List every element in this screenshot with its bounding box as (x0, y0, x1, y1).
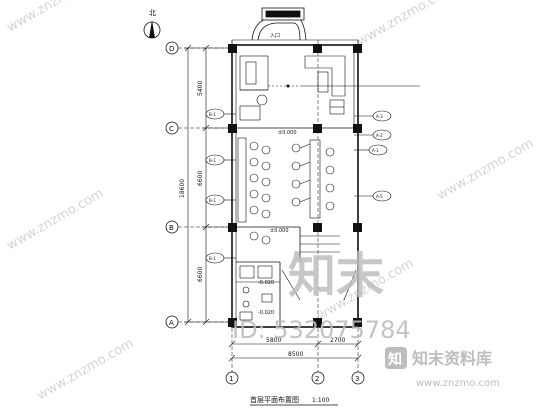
elevation-label-4: -0.020 (258, 310, 274, 316)
building-walls (231, 39, 359, 328)
stair-lines (281, 235, 357, 301)
tag-left-2: B-1 (209, 158, 216, 163)
entrance-canopy (251, 7, 307, 41)
grid-row-markers (165, 41, 236, 329)
dimension-chain-bottom (228, 340, 362, 362)
elevation-markers (205, 85, 420, 264)
dimension-chain-left (184, 44, 232, 326)
dimension-left-1: 5400 (197, 81, 204, 96)
dimension-left-2: 6600 (197, 171, 204, 186)
watermark-url-tile: www.znzmo.com (435, 136, 537, 203)
dimension-left-3: 6600 (197, 267, 204, 282)
structural-columns (228, 44, 362, 327)
tag-left-1: B-1 (209, 112, 216, 117)
north-label: 北 (149, 9, 156, 17)
tag-left-4: B-1 (209, 256, 216, 261)
watermark-foreground: 知末 ID: 532075784 知 知末资料库 www.znzmo.com (232, 248, 500, 389)
restroom-fixtures (239, 265, 273, 321)
north-arrow: 北 (143, 9, 161, 39)
tag-left-3: B-1 (209, 198, 216, 203)
watermark-url-tile: www.znzmo.com (355, 0, 457, 49)
watermark-site-url: www.znzmo.com (416, 378, 500, 389)
dimension-bottom-2: 2700 (330, 337, 345, 344)
dimension-bottom-total: 8500 (288, 351, 303, 358)
tag-right-4: A-5 (376, 194, 383, 199)
watermark-site-name: 知末资料库 (412, 349, 492, 368)
grid-col-2: 2 (315, 375, 319, 383)
watermark-brand: 知末 (288, 248, 384, 304)
dimension-bottom-1: 5800 (266, 337, 281, 344)
reception-area (239, 55, 346, 121)
entrance-label: 入口 (270, 33, 280, 39)
tag-right-2: A-2 (376, 133, 383, 138)
dimension-left-total: 18600 (179, 179, 186, 198)
tag-right-3: A-1 (372, 148, 379, 153)
seating-left (237, 137, 271, 245)
watermark-logo-mark (385, 347, 407, 369)
watermark-url-tile: www.znzmo.com (5, 186, 107, 253)
watermark-id: ID: 532075784 (232, 316, 411, 344)
grid-row-c: C (169, 125, 174, 133)
grid-row-d: D (169, 45, 174, 53)
seating-right (291, 139, 335, 219)
elevation-label-1: ±0.000 (278, 130, 297, 136)
grid-row-a: A (169, 319, 174, 327)
watermark-url-tile: www.znzmo.com (5, 0, 107, 35)
grid-col-3: 3 (355, 375, 359, 383)
tag-right-1: A-3 (376, 114, 383, 119)
grid-row-b: B (169, 224, 174, 232)
drawing-title-block: 首层平面布置图 1:100 (250, 395, 338, 406)
elevation-label-3: -0.020 (258, 280, 274, 286)
elevation-label-2: ±0.000 (270, 228, 289, 234)
grid-col-1: 1 (229, 375, 233, 383)
grid-column-markers (225, 371, 365, 385)
drawing-title: 首层平面布置图 (250, 395, 299, 404)
svg-text:知: 知 (388, 351, 402, 368)
drawing-scale: 1:100 (312, 397, 329, 404)
watermark-url-tile: www.znzmo.com (35, 336, 137, 403)
